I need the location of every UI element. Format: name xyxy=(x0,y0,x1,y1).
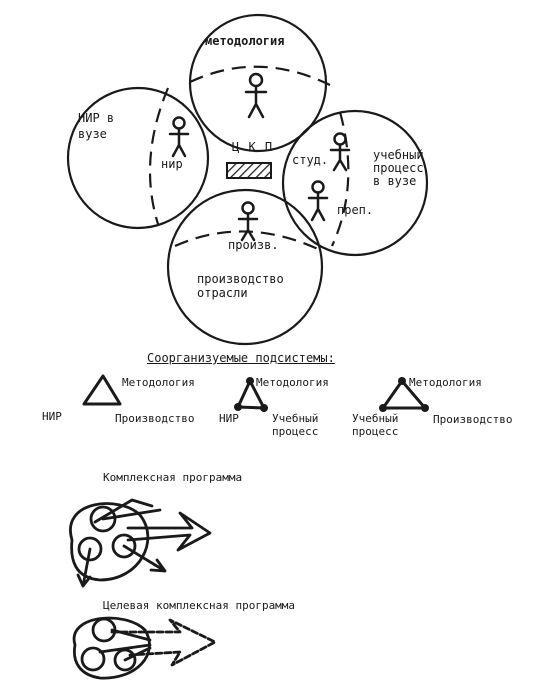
tri1-right: Производство xyxy=(115,412,195,425)
dashed-arc-right xyxy=(331,111,350,247)
tri3-left: Учебный процесс xyxy=(352,412,399,438)
triangle-1 xyxy=(82,374,122,406)
dashed-arc-top xyxy=(189,65,331,86)
label-center: Ц К П xyxy=(232,140,274,154)
tri1-top: Методология xyxy=(122,376,195,389)
label-methodology: методология xyxy=(205,34,285,48)
tri2-left: НИР xyxy=(219,412,239,425)
person-icon xyxy=(237,201,259,242)
person-icon xyxy=(307,180,329,222)
person-icon xyxy=(168,116,190,158)
tri2-top: Методология xyxy=(256,376,329,389)
label-teacher: преп. xyxy=(337,203,374,217)
tri3-right: Производство xyxy=(433,413,513,426)
person-icon xyxy=(244,72,268,119)
circle-production xyxy=(166,188,324,346)
dashed-arc-left xyxy=(148,87,170,225)
subsystems-title: Соорганизуемые подсистемы: xyxy=(147,351,335,365)
label-nir-figure: нир xyxy=(161,157,183,171)
tri3-top: Методология xyxy=(409,376,482,389)
center-hatched-box xyxy=(226,162,272,179)
target-program-label: Целевая комплексная программа xyxy=(103,599,296,612)
label-student: студ. xyxy=(292,153,329,167)
circle-nir xyxy=(66,86,210,230)
label-production-industry: производство отрасли xyxy=(197,272,284,300)
complex-program-diagram xyxy=(69,498,212,588)
circle-learning xyxy=(281,109,429,257)
triangle-2 xyxy=(236,379,266,410)
label-nir-in-university: НИР в вузе xyxy=(78,111,115,141)
tri1-left: НИР xyxy=(42,410,62,423)
complex-program-label: Комплексная программа xyxy=(103,471,243,484)
person-icon xyxy=(329,132,351,172)
tri2-right: Учебный процесс xyxy=(272,412,319,438)
label-learning-process: учебный процесс в вузе xyxy=(373,148,424,188)
triangle-3 xyxy=(381,379,427,410)
target-complex-program-diagram xyxy=(72,616,217,680)
label-production-figure: произв. xyxy=(228,238,279,252)
